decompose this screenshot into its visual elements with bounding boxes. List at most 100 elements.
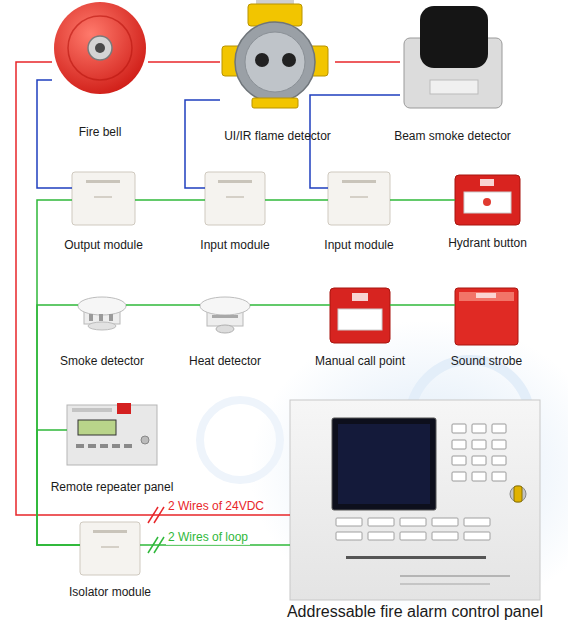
panel-key <box>492 456 506 465</box>
module-body <box>205 172 265 225</box>
wire-connector <box>335 61 400 63</box>
panel-nameplate <box>400 575 510 577</box>
detector-face <box>245 32 305 92</box>
detector-dome <box>420 6 488 68</box>
input-module: Input module <box>328 172 390 225</box>
device-label: Output module <box>64 239 143 253</box>
output-module-illustration <box>72 172 135 225</box>
repeater-lock <box>141 436 149 444</box>
heat-detector: Heat detector <box>200 295 250 335</box>
module-mark <box>86 180 120 183</box>
printer-slot <box>346 556 486 559</box>
detector-slot <box>99 314 103 321</box>
panel-key <box>472 472 486 481</box>
button-body <box>455 175 520 225</box>
bell-screw <box>95 43 105 53</box>
wire-label: 2 Wires of loop <box>166 531 250 545</box>
module-body <box>328 172 390 225</box>
repeater-panel-illustration <box>67 403 157 465</box>
module-body <box>80 522 140 575</box>
panel-key <box>336 532 362 540</box>
strobe-mark <box>476 293 496 298</box>
bell-ring <box>68 16 132 80</box>
sensor-lens <box>255 53 269 67</box>
device-label: Input module <box>324 239 393 253</box>
module-body <box>72 172 135 225</box>
background-ring <box>200 400 280 480</box>
device-label: Heat detector <box>189 355 261 369</box>
sound-strobe: Sound strobe <box>455 288 518 345</box>
panel-key <box>492 440 506 449</box>
panel-key <box>336 518 362 526</box>
detector-slot <box>212 315 238 318</box>
detector-sensor <box>216 325 234 333</box>
device-label: Input module <box>200 239 269 253</box>
panel-key <box>452 456 466 465</box>
panel-key <box>472 440 486 449</box>
module-mark <box>94 196 112 198</box>
panel-lock <box>510 486 526 502</box>
device-label: Fire bell <box>79 126 122 140</box>
panel-key <box>492 424 506 433</box>
repeater-key <box>88 444 96 448</box>
repeater-key <box>76 444 84 448</box>
wire-connector <box>185 100 220 188</box>
panel-body <box>290 400 540 600</box>
module-mark <box>101 546 119 548</box>
beam-detector-illustration <box>404 6 502 108</box>
smoke-detector-illustration <box>78 297 126 330</box>
device-label: Hydrant button <box>448 237 527 251</box>
panel-key <box>464 518 490 526</box>
call-point-body <box>330 288 390 343</box>
repeater-key <box>124 444 132 448</box>
fire-alarm-control-panel: Addressable fire alarm control panel <box>290 400 540 600</box>
flame-detector-illustration <box>222 0 328 108</box>
module-mark <box>350 196 368 198</box>
device-label: UI/IR flame detector <box>224 130 331 144</box>
wire-connector <box>148 61 220 63</box>
panel-screen-glass <box>338 424 430 504</box>
button-window <box>464 192 511 213</box>
device-label: Addressable fire alarm control panel <box>287 603 543 621</box>
panel-key <box>400 518 426 526</box>
detector-plate <box>430 80 478 94</box>
input-module-illustration <box>328 172 390 225</box>
flame-detector: UI/IR flame detector <box>220 0 335 110</box>
bell-dome <box>54 2 146 94</box>
panel-key <box>400 532 426 540</box>
control-panel-illustration <box>290 400 540 600</box>
repeater-key <box>112 444 120 448</box>
bell-striker <box>88 36 112 60</box>
device-label: Beam smoke detector <box>394 130 511 144</box>
manual-call-point: Manual call point <box>330 288 390 343</box>
repeater-title-strip <box>72 408 112 412</box>
wire-connector <box>37 305 80 545</box>
call-point-window <box>338 309 382 330</box>
button-icon <box>480 179 494 186</box>
wire-connector <box>37 80 72 188</box>
mount-bracket <box>252 98 298 108</box>
isolator-module: Isolator module <box>80 522 140 575</box>
module-mark <box>93 530 127 533</box>
wire-connector <box>265 199 328 201</box>
detector-cap <box>88 322 116 330</box>
panel-key <box>452 472 466 481</box>
wire-count-slash <box>148 507 158 523</box>
panel-screen <box>332 418 436 510</box>
wire-connector <box>390 199 455 201</box>
panel-key <box>452 440 466 449</box>
heat-detector-illustration <box>200 297 250 333</box>
panel-key <box>368 532 394 540</box>
input-module: Input module <box>205 172 265 225</box>
panel-function-keys <box>336 518 490 540</box>
input-module-illustration <box>205 172 265 225</box>
panel-key <box>368 518 394 526</box>
panel-key <box>472 424 486 433</box>
device-label: Sound strobe <box>451 355 522 369</box>
strobe-body <box>455 288 518 345</box>
detector-base <box>200 297 250 315</box>
wire-count-slash <box>154 507 164 523</box>
